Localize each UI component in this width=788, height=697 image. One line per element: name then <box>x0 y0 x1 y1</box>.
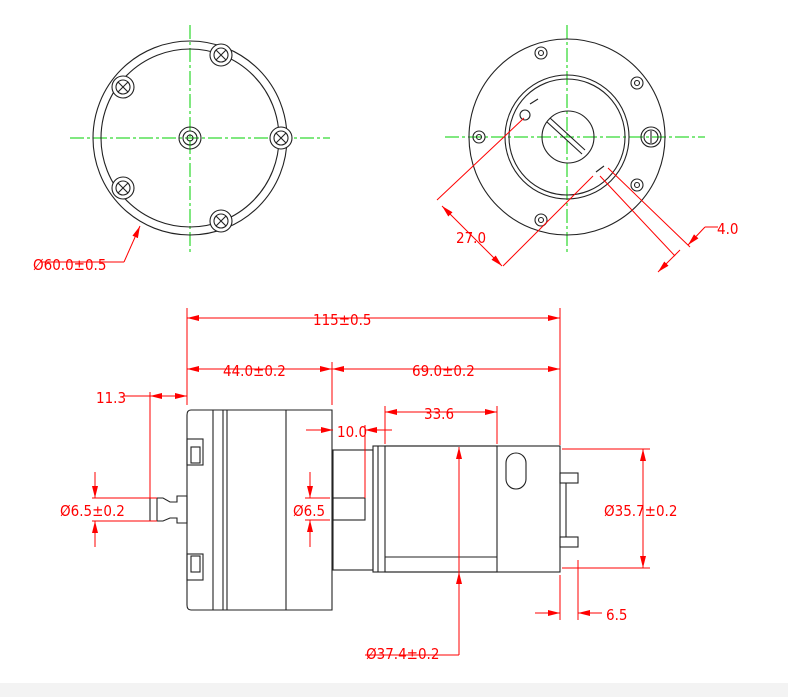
side-dimensions: 115±0.5 44.0±0.2 69.0±0.2 11.3 33.6 10.0… <box>60 308 677 663</box>
motor-diameter-large-label: Ø37.4±0.2 <box>366 645 439 663</box>
screw-icon <box>269 126 293 150</box>
side-view <box>149 409 579 611</box>
motor-length-label: 69.0±0.2 <box>412 362 475 380</box>
screw-icon <box>209 43 233 67</box>
body-diameter-label: Ø60.0±0.5 <box>33 256 106 274</box>
motor-diameter-small-label: Ø35.7±0.2 <box>604 502 677 520</box>
rear-view: 27.0 4.0 <box>436 25 738 273</box>
mount-hole-icon <box>534 46 548 60</box>
screw-icon <box>209 209 233 233</box>
front-view: Ø60.0±0.5 <box>33 25 330 274</box>
boss-length-label: 10.0 <box>337 423 367 441</box>
overall-length-label: 115±0.5 <box>313 311 372 329</box>
mount-hole-icon <box>472 130 486 144</box>
slot-width-label: 4.0 <box>717 220 738 238</box>
nozzle-icon <box>178 126 202 150</box>
nozzle-length-label: 11.3 <box>96 389 126 407</box>
mount-hole-icon <box>630 76 644 90</box>
footer-strip <box>0 683 788 697</box>
screw-icon <box>111 75 135 99</box>
mount-hole-icon <box>630 178 644 192</box>
connector-icon <box>640 126 662 148</box>
pump-length-label: 44.0±0.2 <box>223 362 286 380</box>
mount-hole-icon <box>534 213 548 227</box>
screw-icon <box>111 176 135 200</box>
shaft-diameter-label: Ø6.5 <box>293 502 325 520</box>
band-width-label: 33.6 <box>424 405 454 423</box>
nozzle-diameter-label: Ø6.5±0.2 <box>60 502 125 520</box>
terminal-length-label: 6.5 <box>606 606 627 624</box>
mount-spacing-label: 27.0 <box>456 229 486 247</box>
